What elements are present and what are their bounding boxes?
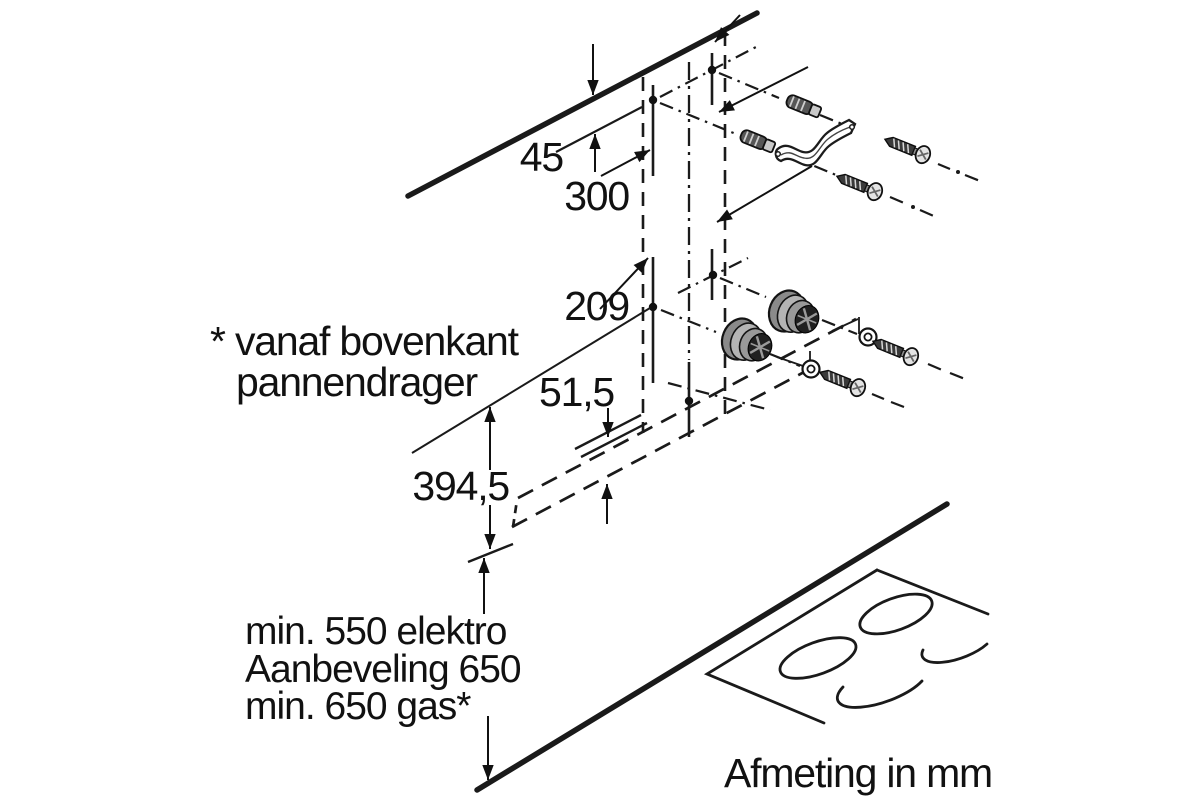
burner-ring: [835, 679, 924, 709]
dim-300-label: 300: [564, 173, 629, 219]
mounting-hole-dot: [707, 65, 717, 75]
reference-lines: [411, 106, 860, 564]
anchor-leader-arrow: [716, 165, 813, 223]
note-min-electric: min. 550 elektro: [245, 610, 507, 653]
dim-209-leader: [599, 257, 649, 310]
mounting-hole-dot: [648, 302, 658, 312]
cooktop-edge: [703, 568, 879, 725]
cooktop-outline: [703, 568, 990, 725]
note-recommendation: Aanbeveling 650: [245, 648, 521, 691]
burner-ring: [858, 592, 934, 636]
spacer-knob-icon: [761, 283, 827, 345]
mounting-hole-dots: [648, 65, 718, 406]
hood-bottom-back-edge: [517, 317, 857, 500]
mounting-hole-dot: [684, 396, 694, 406]
cooktop-edge: [875, 568, 990, 616]
bracket-leader-arrow: [714, 14, 741, 43]
note-min-gas: min. 650 gas*: [245, 685, 471, 728]
screw-icon: [880, 130, 934, 167]
mounting-hole-lines: [651, 53, 714, 437]
top-hole-level-line: [555, 106, 643, 153]
mounting-hole-dot: [648, 95, 658, 105]
dimension-arrows: [478, 14, 813, 780]
units-label: Afmeting in mm: [724, 750, 992, 796]
hood-bottom-tick: [467, 542, 514, 564]
washer-leader: [831, 318, 859, 332]
axis-lines: [659, 46, 981, 412]
burner-ring: [920, 642, 989, 664]
axis-dots: [911, 170, 960, 209]
dim-209-label: 209: [564, 283, 629, 329]
hood-corner-edge: [511, 499, 519, 528]
note-pannendrager-line1: * vanaf bovenkant: [210, 318, 520, 364]
ceiling-line: [405, 10, 760, 199]
burner-ring: [778, 636, 858, 680]
pannendrager-level-line: [411, 307, 651, 454]
hood-lower-ref-line: [580, 421, 648, 459]
note-pannendrager-line2: pannendrager: [236, 359, 477, 405]
hood-bottom-front-edge: [511, 369, 807, 529]
hob-level-line: [474, 501, 950, 793]
hood-hidden-outline: [511, 317, 857, 529]
dim-51-5-label: 51,5: [539, 369, 614, 415]
washer-icon: [801, 359, 821, 379]
wall-anchor-icon: [783, 92, 824, 120]
chimney-outline: [641, 32, 727, 433]
washer-leader: [776, 356, 807, 368]
wall-anchor-icon: [737, 127, 778, 155]
screw-icon: [815, 363, 869, 400]
screw-icon: [832, 167, 886, 204]
dim-300-leader: [600, 149, 651, 177]
dim-394-5-label: 394,5: [412, 463, 509, 509]
dim-45-label: 45: [520, 134, 564, 180]
mounting-bracket-icon: [774, 118, 857, 167]
anchor-leader-arrow: [718, 66, 809, 113]
mounting-hole-dot: [708, 270, 718, 280]
